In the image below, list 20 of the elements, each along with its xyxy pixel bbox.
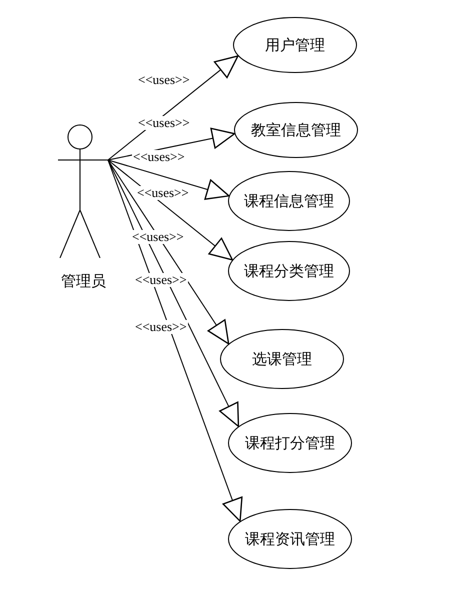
association-arrow <box>108 160 230 200</box>
use-case-name: 课程信息管理 <box>244 192 334 210</box>
association-arrow <box>108 160 243 522</box>
use-case-name: 课程打分管理 <box>245 434 335 452</box>
use-case-name: 课程资讯管理 <box>245 530 335 548</box>
edge-label: <<uses>> <box>132 150 186 164</box>
edge-label: <<uses>> <box>134 320 188 334</box>
association-arrow <box>108 160 234 260</box>
use-case-name: 用户管理 <box>265 36 325 54</box>
edge-label: <<uses>> <box>137 116 191 130</box>
actor-name: 管理员 <box>61 272 106 291</box>
edge-label: <<uses>> <box>131 230 185 244</box>
use-case-name: 教室信息管理 <box>251 120 341 140</box>
use-case-name: 课程分类管理 <box>244 262 334 280</box>
edge-label: <<uses>> <box>136 186 190 200</box>
association-arrow <box>108 55 239 160</box>
edge-label: <<uses>> <box>134 273 188 287</box>
association-arrow <box>108 160 240 427</box>
use-case-name: 选课管理 <box>252 350 312 368</box>
association-arrow <box>108 160 230 344</box>
